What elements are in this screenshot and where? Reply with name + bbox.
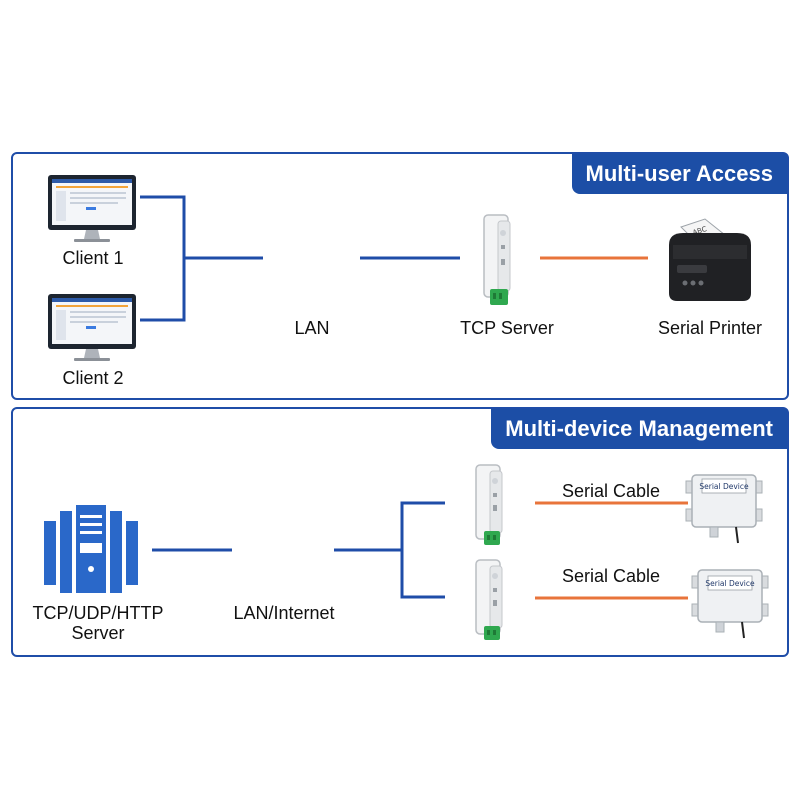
multi-user-access-panel: Multi-user Access xyxy=(11,152,789,400)
monitor-icon xyxy=(48,175,136,242)
serial-cable-label-1: Serial Cable xyxy=(561,481,661,501)
serial-cable-lines xyxy=(535,501,688,600)
server-label-line1: TCP/UDP/HTTP xyxy=(32,603,164,623)
multi-device-management-panel: Multi-device Management xyxy=(11,407,789,657)
monitor-icon xyxy=(48,294,136,361)
serial-cable-label-2: Serial Cable xyxy=(561,566,661,586)
module-icon xyxy=(475,464,503,545)
sensor-box-icon: Serial Device xyxy=(685,474,763,544)
lan-connector-lines xyxy=(140,195,460,322)
multi-device-management-title: Multi-device Management xyxy=(491,409,787,449)
lan-label: LAN xyxy=(294,318,330,338)
printer-icon: ABC xyxy=(669,218,751,301)
serial-device-label: Serial Device xyxy=(705,579,755,588)
module-icon xyxy=(475,559,503,640)
tcp-server-label: TCP Server xyxy=(460,318,554,338)
network-lines xyxy=(152,501,445,599)
module-icon xyxy=(483,214,511,305)
client-1-label: Client 1 xyxy=(62,248,124,268)
lan-internet-label: LAN/Internet xyxy=(233,603,335,623)
sensor-box-icon: Serial Device xyxy=(691,569,769,639)
serial-printer-label: Serial Printer xyxy=(657,318,763,338)
server-icon xyxy=(44,505,138,593)
server-label-line2: Server xyxy=(71,623,125,643)
client-2-label: Client 2 xyxy=(62,368,124,388)
serial-device-label: Serial Device xyxy=(699,482,749,491)
multi-user-access-title: Multi-user Access xyxy=(571,154,787,194)
